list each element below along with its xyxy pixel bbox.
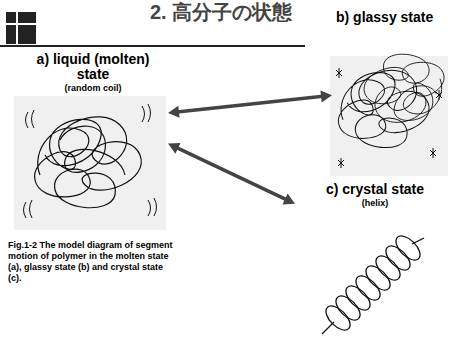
random-coil	[60, 126, 125, 175]
state-sublabel: (helix)	[299, 198, 451, 209]
state-label: a) liquid (molten) state	[22, 52, 164, 82]
motion-mark	[24, 104, 157, 218]
random-coil	[35, 117, 142, 208]
glassy-coil	[364, 54, 444, 122]
arrow-head	[320, 91, 332, 103]
page-title: 2. 高分子の状態	[150, 0, 292, 24]
panel-ground	[14, 96, 166, 230]
glassy-coil	[338, 70, 429, 147]
glassy-mark	[336, 68, 442, 168]
state-sublabel: (random coil)	[22, 83, 164, 94]
state-node: b) glassy state	[332, 8, 447, 176]
arrow-shaft	[177, 96, 323, 112]
arrow-shaft	[176, 147, 287, 199]
helix	[322, 232, 425, 335]
panel-ground	[330, 56, 448, 176]
header-rule	[0, 45, 305, 47]
arrow-head	[168, 106, 180, 118]
double-arrow	[168, 143, 295, 205]
state-label: c) crystal state	[299, 182, 451, 197]
state-label: b) glassy state	[336, 10, 443, 25]
corner-line	[6, 23, 36, 25]
state-node: c) crystal state(helix)	[295, 180, 455, 338]
arrow-head	[282, 194, 295, 205]
double-arrow	[168, 91, 332, 118]
figure-caption: Fig.1-2 The model diagram of segment mot…	[8, 240, 176, 284]
state-node: a) liquid (molten) state(random coil)	[18, 50, 168, 230]
arrow-head	[168, 143, 181, 154]
corner-block	[6, 12, 36, 44]
corner-line	[16, 12, 18, 44]
